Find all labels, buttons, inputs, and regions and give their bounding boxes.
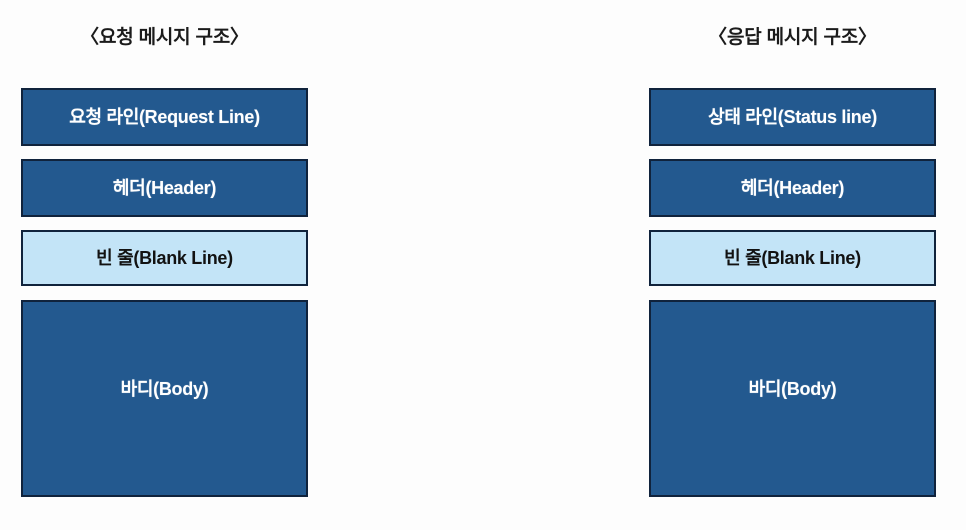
request-header-box: 헤더(Header) (21, 159, 308, 217)
response-body-box: 바디(Body) (649, 300, 936, 497)
response-header-box: 헤더(Header) (649, 159, 936, 217)
request-body-label: 바디(Body) (120, 379, 209, 400)
request-body-box: 바디(Body) (21, 300, 308, 497)
request-header-label: 헤더(Header) (112, 177, 217, 198)
response-body-label: 바디(Body) (748, 379, 837, 400)
request-message-column: 〈요청 메시지 구조〉 요청 라인(Request Line) 헤더(Heade… (0, 0, 330, 530)
response-message-column: 〈응답 메시지 구조〉 상태 라인(Status line) 헤더(Header… (628, 0, 958, 530)
response-header-label: 헤더(Header) (740, 177, 845, 198)
response-blank-line-label: 빈 줄(Blank Line) (724, 247, 861, 268)
request-blank-line-label: 빈 줄(Blank Line) (96, 247, 233, 268)
response-status-line-label: 상태 라인(Status line) (708, 106, 877, 127)
request-blank-line-box: 빈 줄(Blank Line) (21, 230, 308, 286)
request-line-box: 요청 라인(Request Line) (21, 88, 308, 146)
request-line-label: 요청 라인(Request Line) (69, 106, 260, 127)
response-status-line-box: 상태 라인(Status line) (649, 88, 936, 146)
request-column-title: 〈요청 메시지 구조〉 (80, 27, 249, 48)
response-column-title: 〈응답 메시지 구조〉 (708, 27, 877, 48)
response-blank-line-box: 빈 줄(Blank Line) (649, 230, 936, 286)
